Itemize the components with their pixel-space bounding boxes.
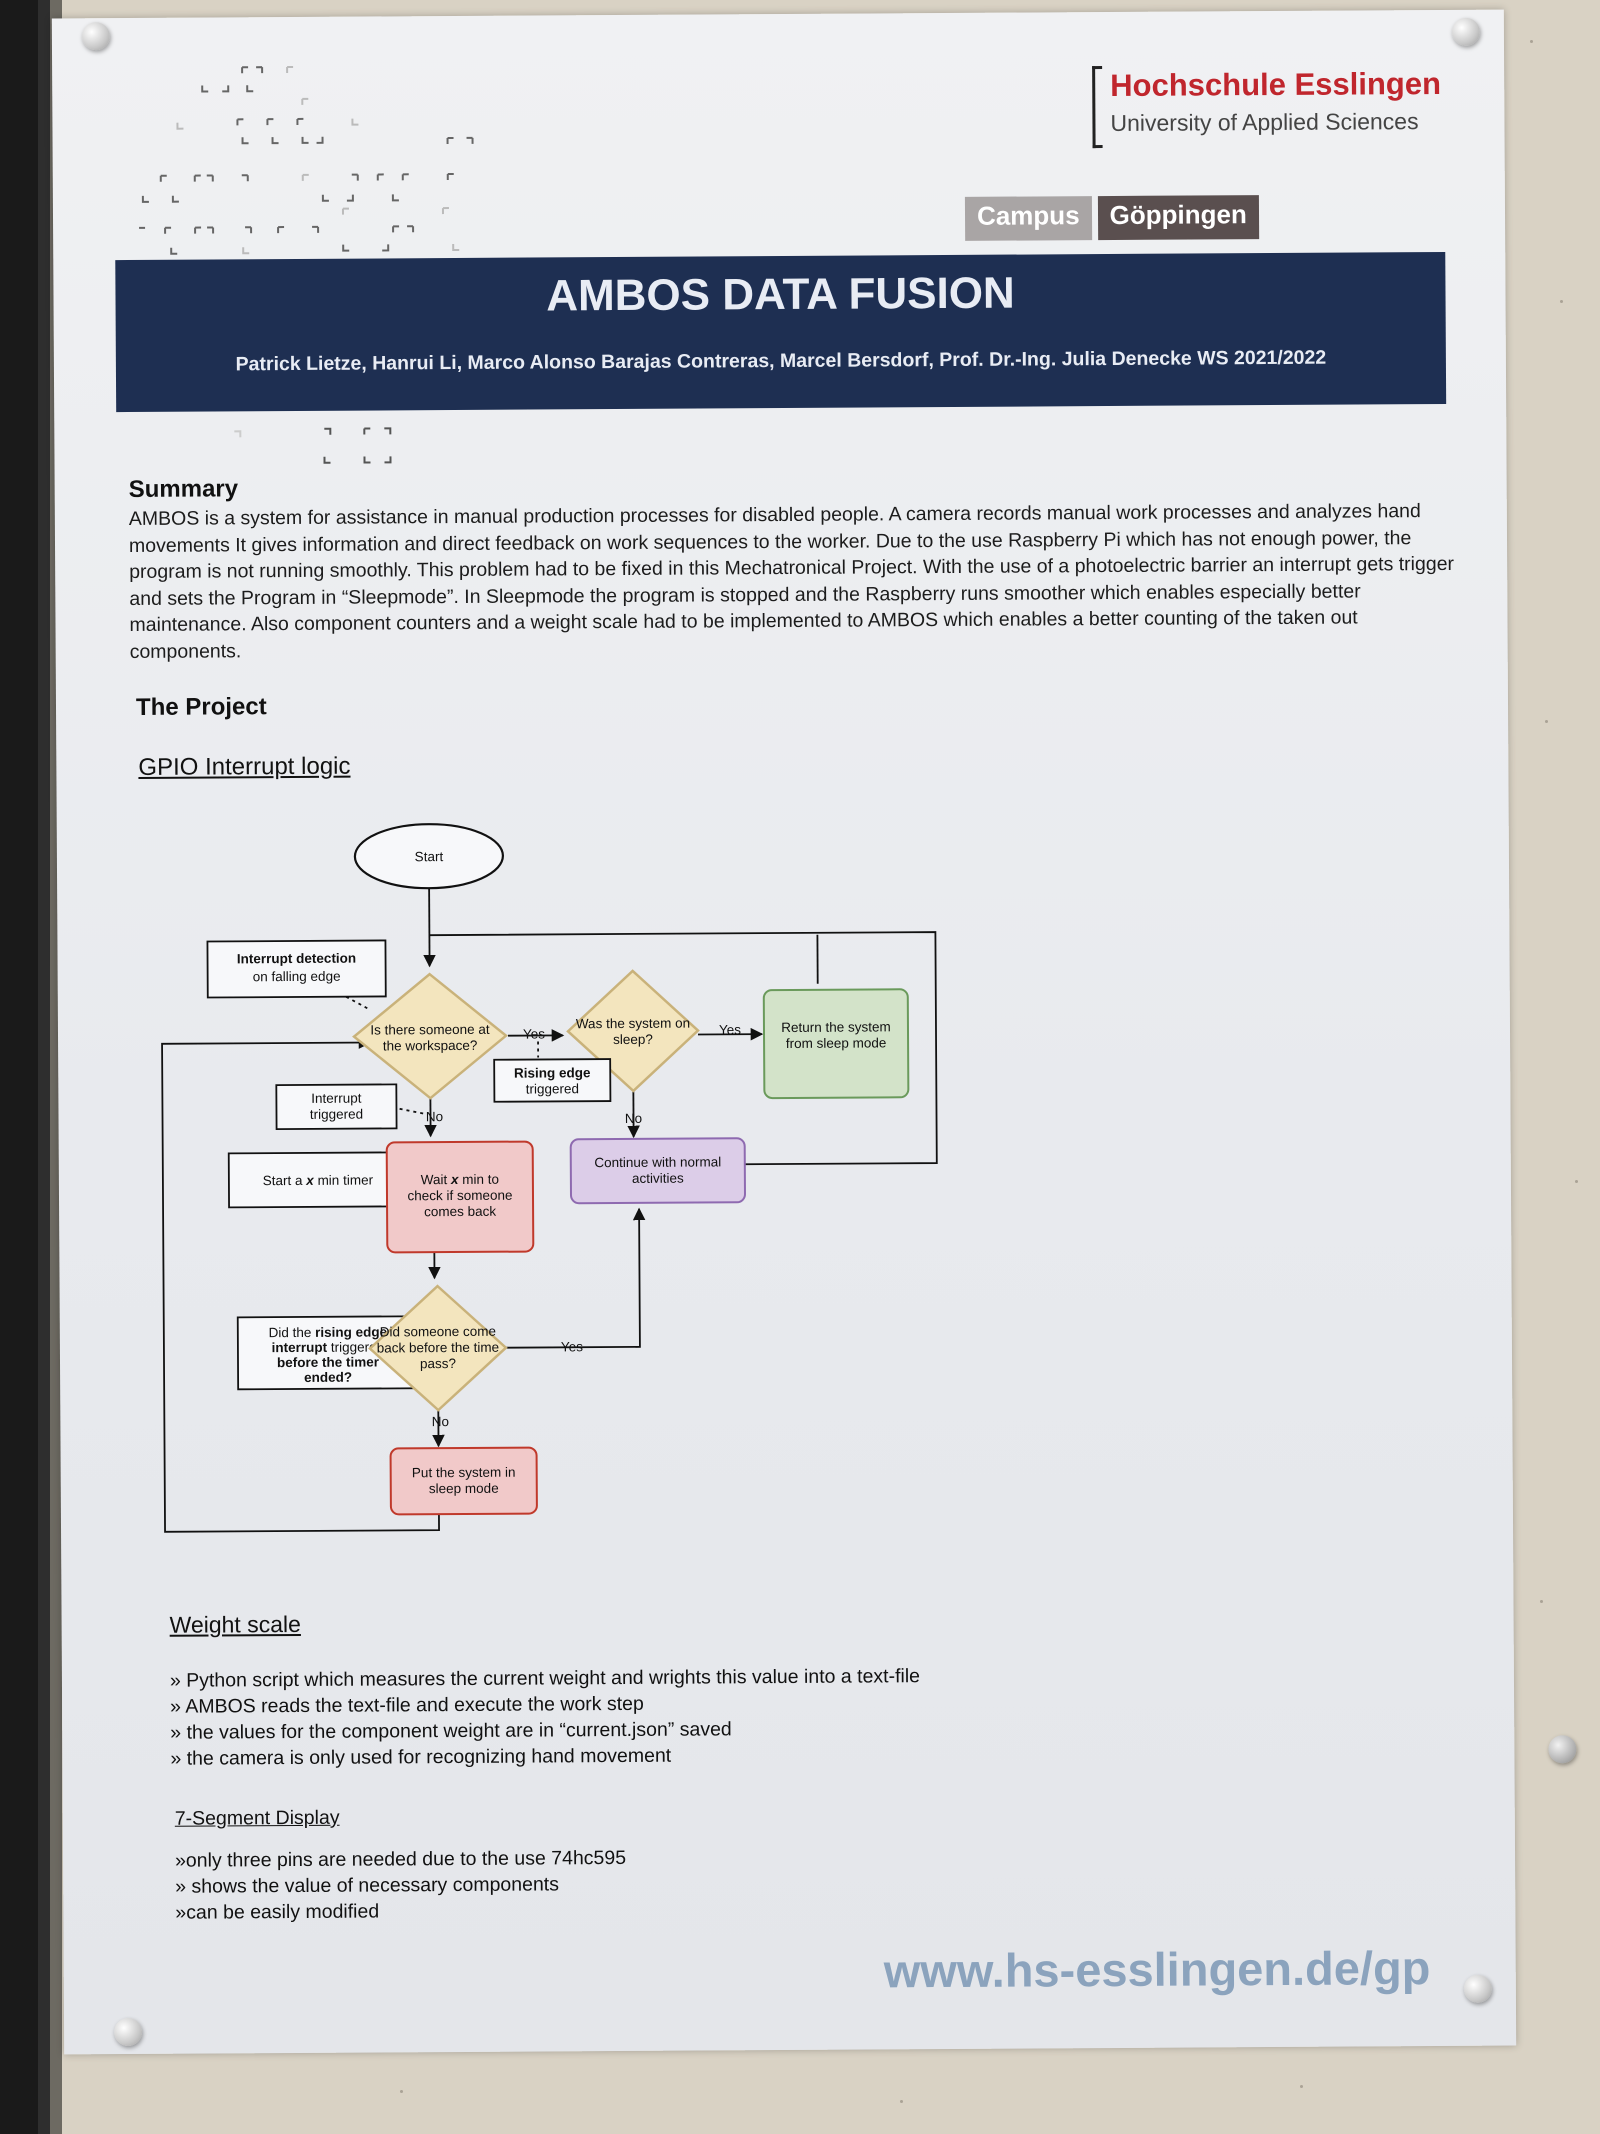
push-pin-icon: [1463, 1974, 1492, 2003]
did-line4: ended?: [304, 1370, 352, 1385]
rising-line1: Rising edge: [514, 1065, 591, 1080]
put-sleep-box: Put the system in sleep mode: [389, 1446, 538, 1516]
sleep-line2: sleep mode: [429, 1481, 499, 1496]
university-logo: Hochschule Esslingen University of Appli…: [1092, 60, 1493, 162]
did-part4: triggered: [327, 1339, 384, 1354]
frame-edge: [0, 0, 62, 2134]
weight-list: » Python script which measures the curre…: [170, 1663, 921, 1772]
gpio-heading: GPIO Interrupt logic: [138, 752, 351, 781]
weight-heading: Weight scale: [169, 1610, 301, 1638]
return-system-box: Return the system from sleep mode: [762, 988, 910, 1100]
did-line3: before the timer: [277, 1354, 380, 1370]
timer-x: x: [305, 1173, 314, 1188]
summary-text: AMBOS is a system for assistance in manu…: [128, 500, 1455, 663]
interrupt-line2: triggered: [310, 1107, 363, 1122]
wall-speck: [1575, 1180, 1578, 1183]
decision-workspace-line2: the workspace?: [383, 1038, 478, 1054]
logo-name: Hochschule Esslingen: [1110, 65, 1442, 103]
campus-badge: Campus Göppingen: [964, 195, 1259, 241]
yes-label: Yes: [719, 1022, 741, 1037]
wait-part2: min to: [458, 1172, 499, 1187]
project-heading: The Project: [135, 693, 267, 721]
comeback-line2: back before the time: [377, 1340, 499, 1356]
campus-location: Göppingen: [1097, 195, 1259, 241]
rising-line2: triggered: [526, 1081, 579, 1096]
wall-speck: [400, 2090, 403, 2093]
wait-line3: comes back: [424, 1204, 496, 1219]
segment-list: »only three pins are needed due to the u…: [175, 1845, 626, 1926]
wait-box: Wait x min to check if someone comes bac…: [385, 1140, 535, 1254]
poster: Hochschule Esslingen University of Appli…: [51, 9, 1577, 2055]
start-node: Start: [353, 823, 505, 890]
push-pin-icon: [114, 2017, 143, 2047]
continue-line2: activities: [632, 1171, 684, 1186]
interrupt-triggered-note: Interrupt triggered: [275, 1083, 398, 1131]
campus-label: Campus: [964, 196, 1092, 241]
sleep-line1: Put the system in: [412, 1465, 516, 1481]
poster-title: AMBOS DATA FUSION: [546, 268, 1015, 321]
wait-line1: Wait x min to: [421, 1172, 499, 1187]
note-line2: on falling edge: [253, 969, 341, 985]
continue-line1: Continue with normal: [594, 1154, 721, 1170]
list-item: » shows the value of necessary component…: [175, 1873, 559, 1898]
list-item: » Python script which measures the curre…: [169, 1665, 921, 1692]
wall-speck: [1540, 1600, 1543, 1603]
list-item: »only three pins are needed due to the u…: [174, 1846, 627, 1872]
wall-speck: [1545, 720, 1548, 723]
did-part3: interrupt: [272, 1340, 328, 1355]
decorative-corner-pattern: [139, 65, 474, 255]
return-line2: from sleep mode: [786, 1035, 887, 1051]
push-pin-icon: [1451, 17, 1480, 46]
wall-speck: [1530, 40, 1533, 43]
timer-part1: Start a: [263, 1173, 307, 1188]
wait-part1: Wait: [421, 1172, 451, 1187]
yes-label: Yes: [561, 1339, 583, 1354]
interrupt-line1: Interrupt: [311, 1091, 362, 1106]
did-part2: rising edge: [315, 1324, 388, 1339]
timer-part2: min timer: [314, 1173, 374, 1188]
decision-workspace: Is there someone at the workspace?: [352, 972, 508, 1100]
logo-bracket: [1092, 66, 1096, 149]
segment-heading: 7-Segment Display: [174, 1806, 340, 1830]
did-part1: Did the: [269, 1325, 316, 1340]
decision-workspace-line1: Is there someone at: [370, 1022, 490, 1038]
wall-speck: [1300, 2085, 1303, 2088]
decision-comeback: Did someone come back before the time pa…: [368, 1284, 508, 1412]
did-line2: interrupt triggered: [272, 1339, 385, 1355]
continue-box: Continue with normal activities: [569, 1137, 746, 1205]
wall-speck: [1560, 300, 1563, 303]
decision-sleep-line2: sleep?: [613, 1032, 653, 1047]
no-label: No: [432, 1414, 449, 1429]
gpio-flowchart: Start Interrupt detection on falling edg…: [161, 823, 938, 1533]
decision-sleep-line1: Was the system on: [576, 1016, 690, 1032]
wall-speck: [900, 2100, 903, 2103]
start-timer-note: Start a x min timer: [227, 1151, 408, 1209]
return-line1: Return the system: [781, 1019, 891, 1035]
timer-text: Start a x min timer: [263, 1173, 374, 1189]
yes-label: Yes: [523, 1026, 545, 1041]
list-item: »can be easily modified: [175, 1900, 380, 1924]
title-banner: AMBOS DATA FUSION Patrick Lietze, Hanrui…: [115, 251, 1447, 413]
interrupt-detection-note: Interrupt detection on falling edge: [206, 939, 387, 999]
start-label: Start: [415, 849, 444, 864]
comeback-line3: pass?: [420, 1356, 456, 1371]
push-pin-icon: [1548, 1735, 1577, 1764]
wait-line2: check if someone: [407, 1188, 512, 1204]
comeback-line1: Did someone come: [380, 1324, 496, 1340]
did-rising-edge-note: Did the rising edge interrupt triggered …: [236, 1315, 420, 1391]
summary-heading: Summary: [128, 475, 239, 503]
wait-x: x: [450, 1172, 459, 1187]
decorative-pattern: [234, 427, 392, 464]
logo-subtitle: University of Applied Sciences: [1110, 108, 1419, 136]
poster-authors: Patrick Lietze, Hanrui Li, Marco Alonso …: [235, 346, 1327, 376]
rising-edge-note: Rising edge triggered: [493, 1058, 612, 1103]
no-label: No: [426, 1109, 443, 1124]
note-line1: Interrupt detection: [237, 951, 356, 967]
list-item: » the camera is only used for recognizin…: [170, 1744, 672, 1770]
website-url: www.hs-esslingen.de/gp: [883, 1941, 1431, 1998]
did-line1: Did the rising edge: [269, 1324, 388, 1340]
no-label: No: [625, 1111, 642, 1126]
